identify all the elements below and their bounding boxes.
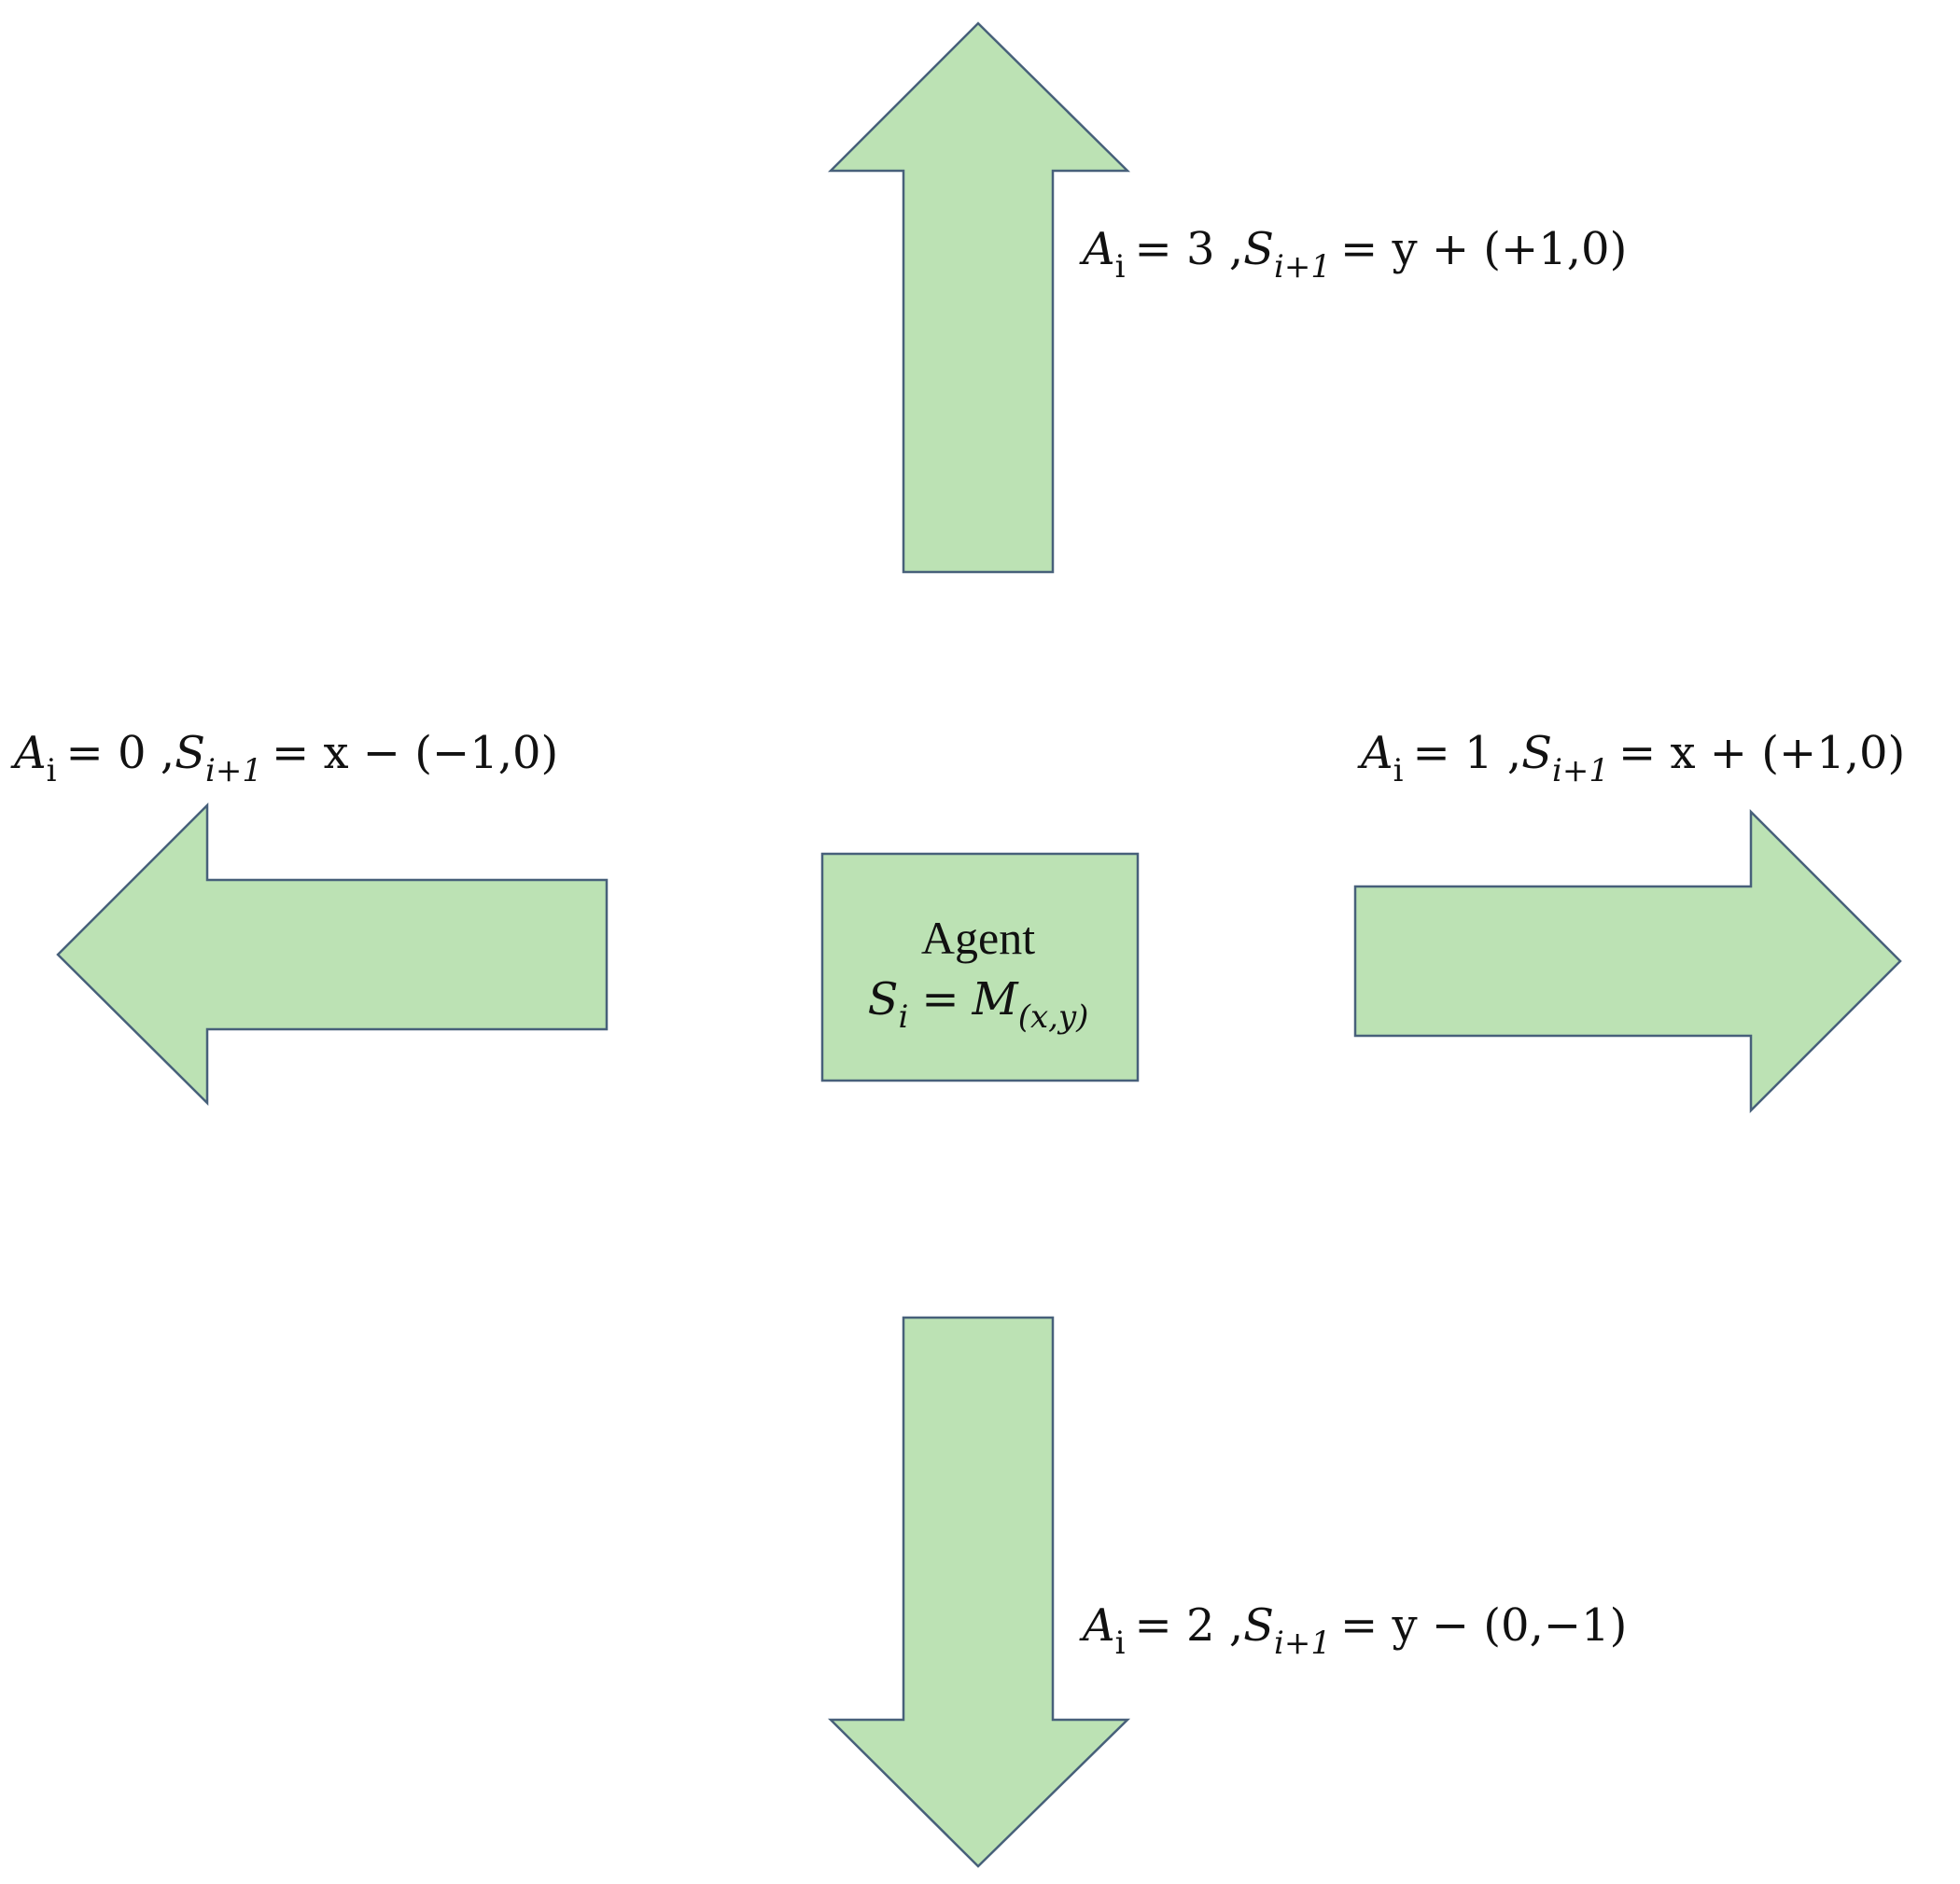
action-left-label: Ai= 0 ,Si+1= x − (−1,0) <box>10 727 558 789</box>
agent-state-formula: Si=M(x,y) <box>868 973 1089 1036</box>
action-right-label: Ai= 1 ,Si+1= x + (+1,0) <box>1357 727 1905 789</box>
action-up-label: Ai= 3 ,Si+1= y + (+1,0) <box>1079 223 1627 286</box>
left-arrow <box>56 802 609 1107</box>
right-arrow <box>1353 808 1902 1114</box>
agent-title: Agent <box>921 912 1035 964</box>
action-down-label: Ai= 2 ,Si+1= y − (0,−1) <box>1079 1599 1627 1662</box>
down-arrow <box>827 1316 1131 1868</box>
agent-box <box>820 852 1140 1082</box>
up-arrow <box>827 21 1131 574</box>
